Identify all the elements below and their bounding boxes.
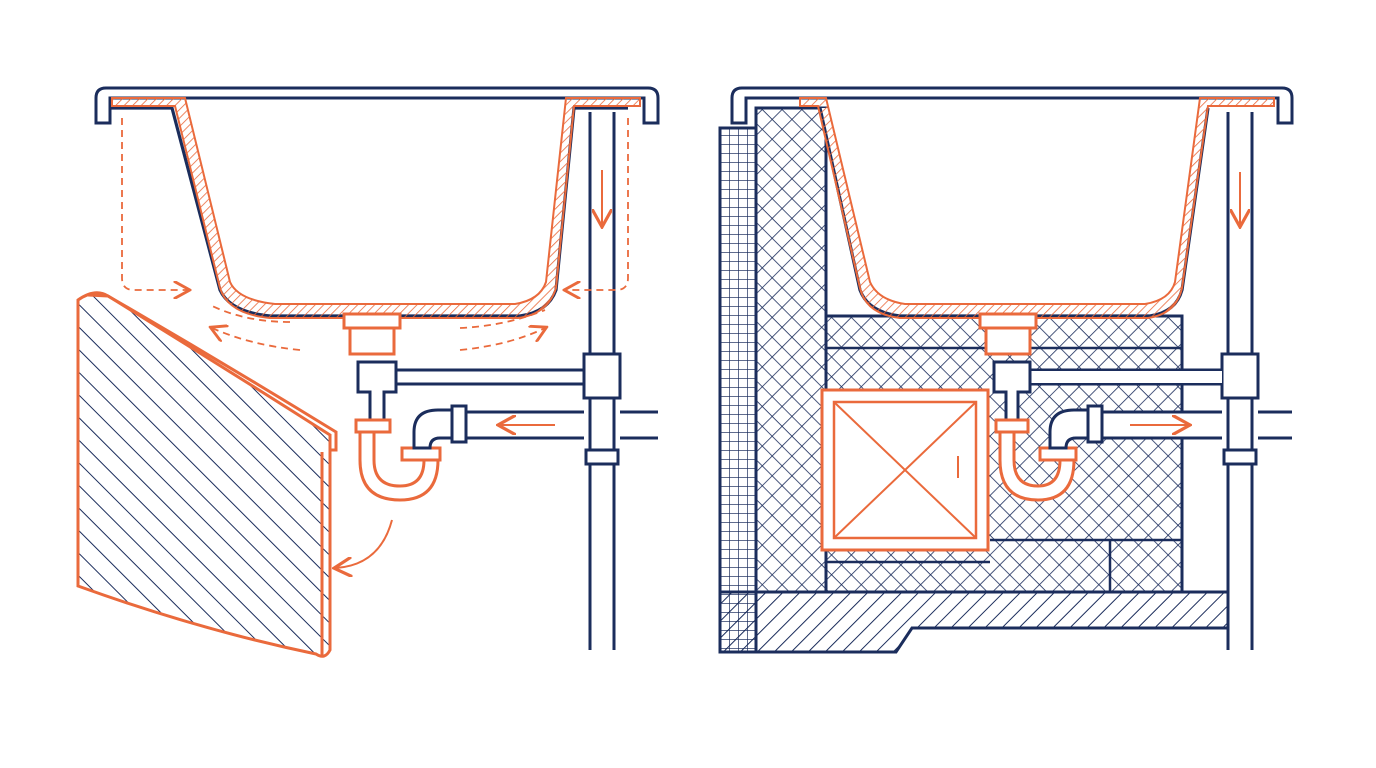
- left-trap-nut: [354, 418, 392, 434]
- left-dashed-flow-1: [121, 118, 188, 290]
- left-trap-nut-2: [400, 446, 442, 462]
- right-tee-fitting: [1220, 352, 1260, 400]
- right-horizontal-pipe: [1030, 368, 1222, 386]
- left-coupling: [584, 448, 620, 466]
- left-horizontal-pipe: [396, 368, 584, 386]
- left-dashed-flow-2: [566, 118, 629, 290]
- left-curved-arrow: [336, 519, 393, 568]
- right-trap-nut: [994, 418, 1030, 434]
- left-sink-liner: [111, 97, 641, 319]
- right-trap-arm-nut: [1086, 404, 1104, 444]
- right-trap-nut-2: [1038, 446, 1078, 462]
- left-panel: [76, 86, 660, 658]
- left-tee-fitting: [582, 352, 622, 400]
- left-dashed-flow-6: [459, 309, 546, 329]
- right-floor-slab: [718, 590, 1230, 654]
- left-sink-rim: [94, 86, 660, 125]
- right-horizontal-pipe-bg: [1030, 371, 1222, 383]
- right-sink-liner: [799, 97, 1275, 319]
- left-drain-body: [348, 326, 396, 356]
- right-wall-crosshatch: [754, 106, 828, 594]
- left-dashed-flow-3: [212, 328, 301, 351]
- right-sink-rim: [730, 86, 1294, 125]
- left-dashed-flow-5: [459, 328, 545, 351]
- left-drain-line: [466, 410, 658, 440]
- right-access-box-cross: [833, 401, 977, 539]
- right-drain-line: [1100, 410, 1292, 440]
- left-drain-flange: [342, 312, 402, 330]
- right-drain-body: [984, 326, 1032, 356]
- left-tailpiece: [356, 360, 398, 422]
- left-trap-arm-nut: [450, 404, 468, 444]
- left-cabinet-panel: [76, 291, 332, 658]
- right-coupling: [1222, 448, 1258, 466]
- left-dashed-flow-4: [209, 304, 291, 323]
- right-sink-bowl: [818, 107, 1210, 318]
- left-panel-edge: [87, 293, 338, 655]
- right-panel: [718, 86, 1294, 654]
- right-wall-grid: [718, 126, 758, 654]
- right-drain-flange: [978, 312, 1038, 330]
